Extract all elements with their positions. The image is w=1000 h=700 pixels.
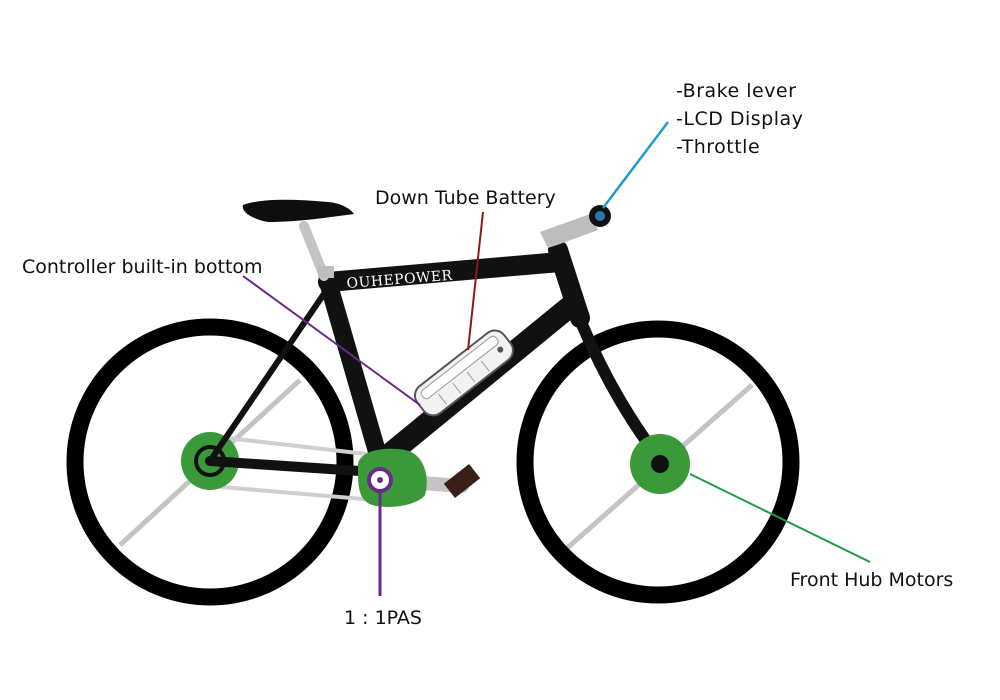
label-pas: 1 : 1PAS xyxy=(344,607,422,629)
saddle xyxy=(242,199,354,222)
handlebar-assembly xyxy=(540,205,611,248)
label-lcd-display: -LCD Display xyxy=(676,108,803,130)
leader-front-hub xyxy=(689,473,871,563)
handlebar-stem xyxy=(540,214,598,248)
leader-battery xyxy=(467,211,484,351)
front-hub-motor xyxy=(630,434,690,494)
label-front-hub-motors: Front Hub Motors xyxy=(790,569,953,591)
battery xyxy=(413,329,514,417)
label-brake-lever: -Brake lever xyxy=(676,80,796,102)
seat-tube xyxy=(319,273,389,471)
label-down-tube-battery: Down Tube Battery xyxy=(375,187,556,209)
pedal xyxy=(443,464,481,498)
seat-assembly xyxy=(242,199,354,281)
chain xyxy=(209,434,376,502)
pas-sensor xyxy=(357,448,427,507)
top-tube xyxy=(318,252,570,292)
bike-frame: OUHEPOWER xyxy=(205,240,666,477)
seat-stay xyxy=(207,282,333,464)
front-tire xyxy=(516,320,800,604)
label-controller: Controller built-in bottom xyxy=(22,256,263,278)
seat-clamp xyxy=(318,266,334,278)
leader-controller xyxy=(242,275,421,406)
label-throttle: -Throttle xyxy=(676,136,760,158)
chain-stay xyxy=(205,456,380,477)
rear-tire xyxy=(66,318,354,606)
leader-handlebar xyxy=(602,121,669,209)
